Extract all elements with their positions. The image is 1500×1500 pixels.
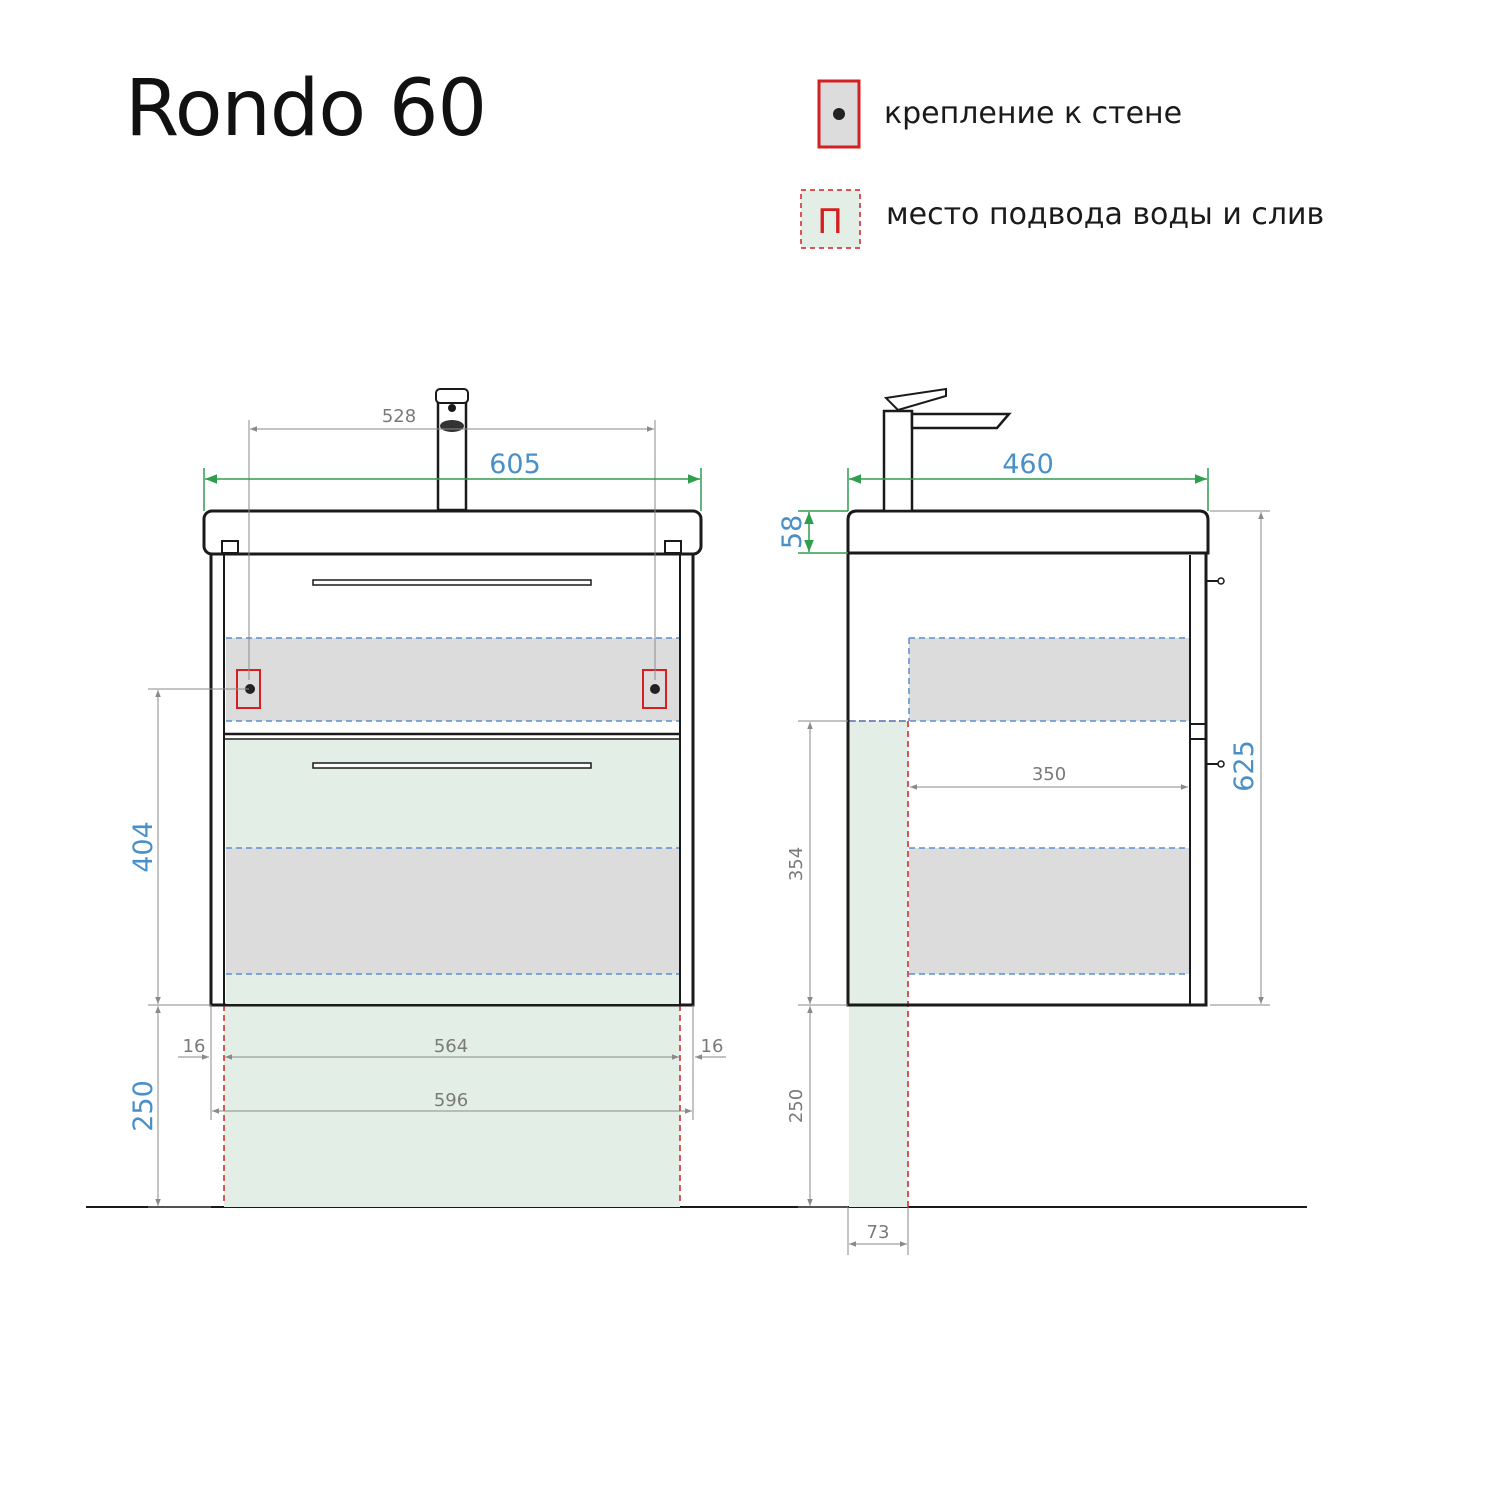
front-faucet-icon <box>435 388 469 512</box>
dim-water-offset: 73 <box>867 1222 890 1243</box>
dim-front-leg-height: 250 <box>128 1080 159 1132</box>
dim-outer-bottom: 596 <box>434 1090 468 1111</box>
page-title: Rondo 60 <box>125 64 487 154</box>
front-lower-shelf <box>226 848 679 974</box>
side-water-zone <box>849 721 908 1207</box>
dim-water-height: 354 <box>786 847 807 881</box>
dim-top-thickness: 58 <box>777 515 808 549</box>
dim-tap-spacing: 528 <box>382 406 416 427</box>
dim-side-right: 16 <box>701 1036 724 1057</box>
side-lower-shelf <box>909 848 1189 974</box>
legend-wall-mount-icon <box>817 79 861 149</box>
dim-side-depth: 460 <box>1002 449 1054 480</box>
front-bottom-handle <box>312 762 592 769</box>
dim-inner-width: 564 <box>434 1036 468 1057</box>
front-drawer-water-zone <box>226 740 679 848</box>
side-bottom-handle-icon <box>1206 760 1225 768</box>
dim-total-height: 625 <box>1229 740 1260 792</box>
side-upper-shelf <box>909 638 1189 721</box>
front-water-zone-lower <box>224 1005 680 1207</box>
front-basin <box>202 509 703 556</box>
legend-wall-mount-label: крепление к стене <box>884 96 1183 131</box>
side-faucet-icon <box>882 387 1012 513</box>
side-top-handle-icon <box>1206 577 1225 585</box>
dim-side-leg-height: 250 <box>786 1089 807 1123</box>
legend-water-supply-icon: П <box>800 189 861 249</box>
dim-mount-height: 404 <box>128 821 159 873</box>
dim-inner-depth: 350 <box>1032 764 1066 785</box>
side-view: 460 58 625 350 354 250 73 <box>777 387 1270 1255</box>
legend-water-symbol: П <box>817 202 843 242</box>
front-upper-shelf <box>226 638 679 721</box>
side-basin <box>846 509 1210 555</box>
dim-front-width: 605 <box>489 449 541 480</box>
front-view: 528 605 404 250 16 564 16 596 <box>128 388 726 1208</box>
legend-water-supply-label: место подвода воды и слив <box>886 197 1325 232</box>
dim-side-left: 16 <box>183 1036 206 1057</box>
front-top-handle <box>312 579 592 586</box>
